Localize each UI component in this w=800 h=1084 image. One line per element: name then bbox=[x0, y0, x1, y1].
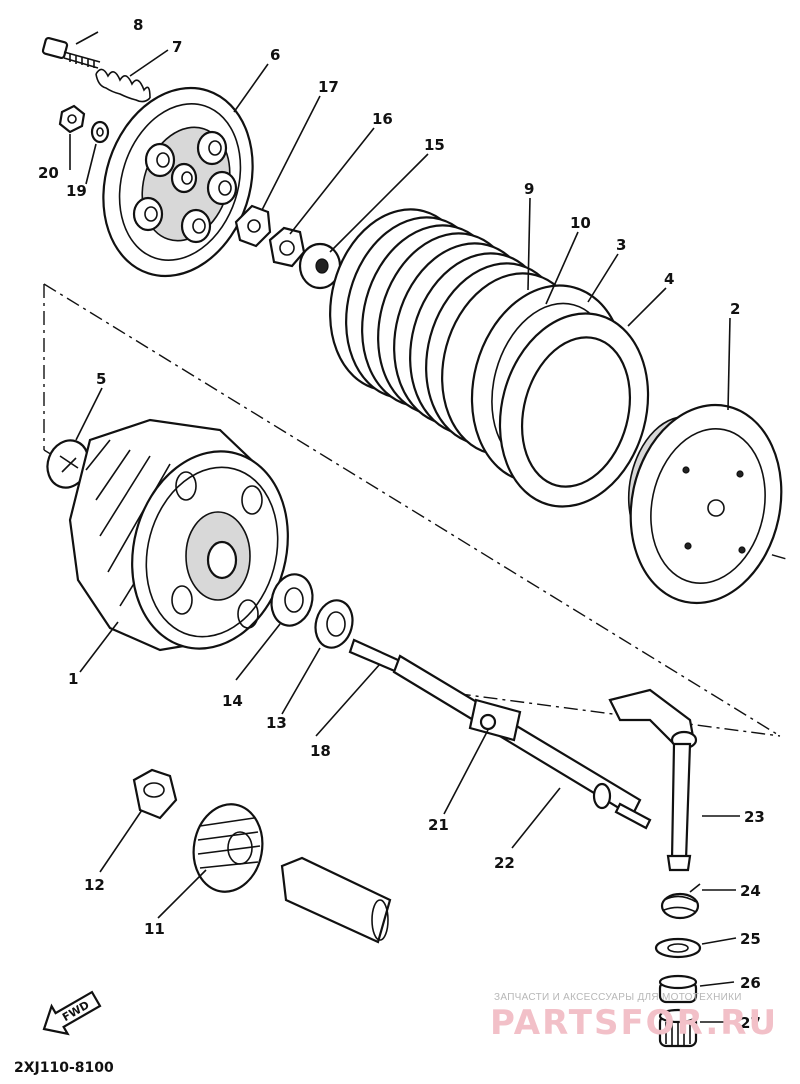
part-13-washer bbox=[314, 599, 354, 649]
part-27-bearing bbox=[658, 1008, 698, 1048]
part-8-bolt bbox=[41, 36, 101, 69]
label-25: 25 bbox=[740, 930, 761, 948]
label-7: 7 bbox=[172, 38, 182, 56]
part-7-spring bbox=[95, 68, 151, 103]
label-16: 16 bbox=[372, 110, 393, 128]
label-12: 12 bbox=[84, 876, 105, 894]
part-23-push-lever bbox=[608, 688, 698, 872]
label-10: 10 bbox=[570, 214, 591, 232]
part-14-washer bbox=[270, 573, 314, 627]
label-11: 11 bbox=[144, 920, 165, 938]
label-4: 4 bbox=[664, 270, 674, 288]
watermark: ЗАПЧАСТИ И АКСЕССУАРЫ ДЛЯ МОТОТЕХНИКИ PA… bbox=[490, 992, 778, 1043]
part-26-oil-seal bbox=[658, 974, 698, 1004]
label-8: 8 bbox=[133, 16, 143, 34]
label-6: 6 bbox=[270, 46, 280, 64]
label-2: 2 bbox=[730, 300, 740, 318]
part-20-nut bbox=[58, 104, 86, 134]
label-19: 19 bbox=[66, 182, 87, 200]
part-4-steel-plate bbox=[498, 312, 650, 508]
part-21-ball bbox=[479, 713, 497, 731]
label-14: 14 bbox=[222, 692, 243, 710]
label-9: 9 bbox=[524, 180, 534, 198]
part-1-clutch-housing bbox=[68, 418, 289, 652]
part-16-nut bbox=[268, 226, 306, 268]
label-20: 20 bbox=[38, 164, 59, 182]
leader-lines bbox=[69, 31, 740, 1023]
crankshaft-end bbox=[280, 856, 392, 944]
part-11-primary-drive-gear bbox=[192, 803, 264, 893]
label-27: 27 bbox=[740, 1014, 761, 1032]
label-5: 5 bbox=[96, 370, 106, 388]
label-13: 13 bbox=[266, 714, 287, 732]
part-25-washer bbox=[654, 937, 702, 959]
part-19-washer bbox=[90, 120, 110, 144]
label-17: 17 bbox=[318, 78, 339, 96]
watermark-tagline: ЗАПЧАСТИ И АКСЕССУАРЫ ДЛЯ МОТОТЕХНИКИ bbox=[494, 992, 742, 1003]
part-12-nut bbox=[132, 768, 178, 820]
drawing-code: 2XJ110-8100 bbox=[14, 1060, 114, 1076]
label-22: 22 bbox=[494, 854, 515, 872]
part-2-clutch-boss bbox=[627, 403, 783, 605]
part-22-push-lever-shaft bbox=[392, 654, 652, 830]
label-21: 21 bbox=[428, 816, 449, 834]
part-5-thrust-washer bbox=[46, 439, 90, 489]
fwd-arrow: FWD bbox=[42, 990, 102, 1036]
part-17-locknut bbox=[234, 204, 272, 248]
part-number-labels: 8 7 6 17 16 15 9 10 3 4 2 20 19 5 1 14 1… bbox=[38, 16, 765, 1032]
part-6-pressure-plate bbox=[102, 86, 254, 278]
label-18: 18 bbox=[310, 742, 331, 760]
label-24: 24 bbox=[740, 882, 761, 900]
label-26: 26 bbox=[740, 974, 761, 992]
part-24-return-spring bbox=[660, 883, 701, 920]
label-15: 15 bbox=[424, 136, 445, 154]
label-3: 3 bbox=[616, 236, 626, 254]
watermark-brand: PARTSFOR.RU bbox=[490, 1003, 778, 1043]
label-23: 23 bbox=[744, 808, 765, 826]
label-1: 1 bbox=[68, 670, 78, 688]
